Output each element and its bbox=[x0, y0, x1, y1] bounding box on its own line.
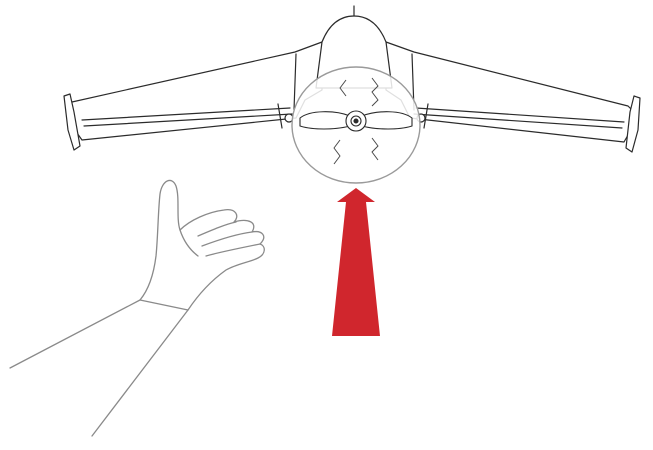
propeller-hub-core bbox=[353, 118, 359, 124]
up-arrow-icon bbox=[332, 188, 380, 336]
left-winglet bbox=[63, 93, 81, 151]
right-wing-trailing-edge bbox=[413, 107, 625, 129]
hand-icon bbox=[9, 179, 265, 437]
propeller-icon bbox=[299, 110, 413, 132]
propeller-blade-right bbox=[361, 111, 413, 130]
right-winglet bbox=[625, 95, 641, 153]
left-wing-joint bbox=[277, 53, 297, 129]
finger-lines bbox=[179, 221, 261, 257]
forearm bbox=[9, 299, 189, 437]
hand-palm bbox=[139, 179, 265, 311]
propeller-blade-left bbox=[299, 111, 351, 130]
spin-indicator-lines bbox=[333, 77, 379, 165]
left-wing-trailing-edge bbox=[81, 107, 293, 127]
